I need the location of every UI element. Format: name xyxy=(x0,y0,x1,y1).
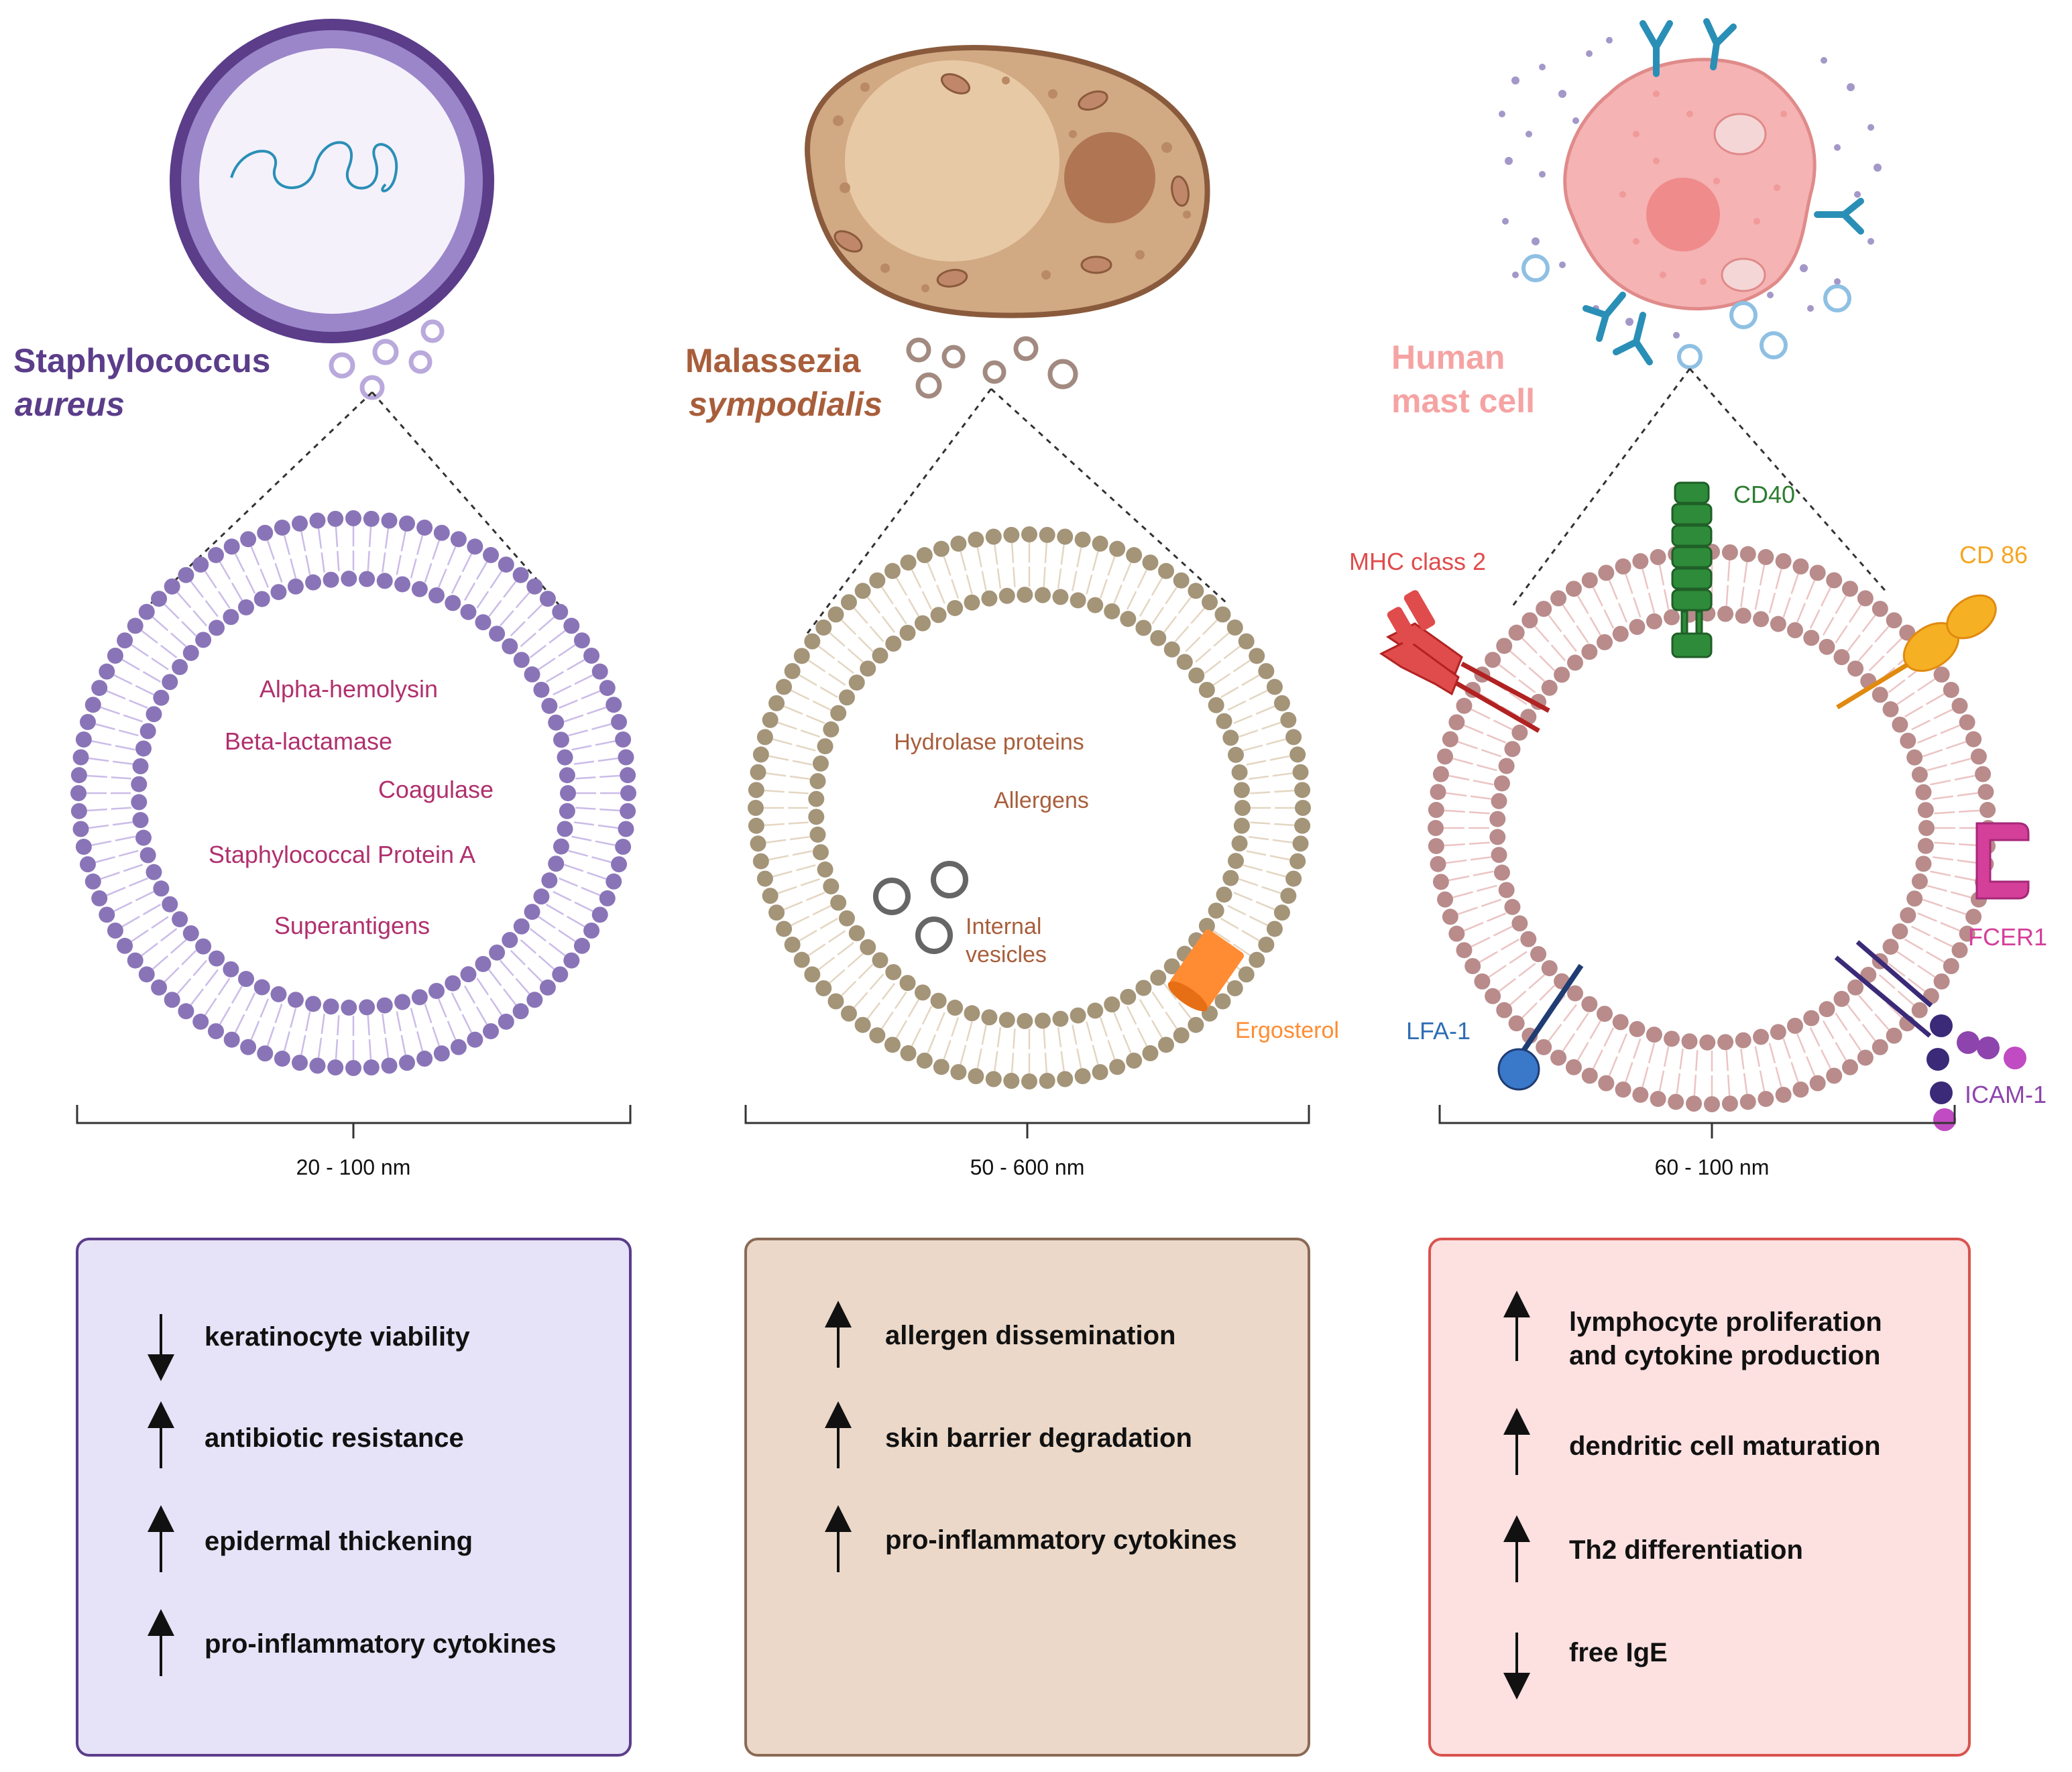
staph-species-name: Staphylococcus xyxy=(13,342,270,379)
staph-effect-row: antibiotic resistance xyxy=(148,1401,464,1468)
internal-vesicles-label-2: vesicles xyxy=(966,942,1047,967)
fcer1-label: FCER1 xyxy=(1968,923,2047,951)
staph-effect-row: pro-inflammatory cytokines xyxy=(148,1609,557,1676)
mhc-class2-label: MHC class 2 xyxy=(1349,548,1486,575)
staph-effect-text: epidermal thickening xyxy=(205,1527,473,1556)
malassezia-effects-box xyxy=(744,1238,1310,1757)
malassezia-panel: Malassezia sympodialis Hydrolase protein… xyxy=(685,45,1339,1757)
cd86-label: CD 86 xyxy=(1959,541,2028,569)
staph-effect-text: pro-inflammatory cytokines xyxy=(205,1629,557,1659)
mast-cell-panel: Human mast cell CD40 MHC class 2 xyxy=(1349,18,2047,1757)
malassezia-zoom-line-left xyxy=(803,388,992,638)
malassezia-ev-membrane xyxy=(748,526,1311,1089)
mhc-class2-icon xyxy=(1379,590,1550,733)
mast-cell-illustration xyxy=(1499,18,1882,369)
fcer1-receptor-icon xyxy=(1975,822,2030,900)
staph-cargo-alpha-hemolysin: Alpha-hemolysin xyxy=(260,675,438,703)
mast-cell-name-2: mast cell xyxy=(1391,382,1535,420)
staph-effect-text: antibiotic resistance xyxy=(205,1423,464,1453)
mast-effects-box xyxy=(1428,1238,1971,1757)
mast-effect-text: Th2 differentiation xyxy=(1569,1535,1803,1565)
cd40-label: CD40 xyxy=(1733,481,1795,508)
staph-scale-bar xyxy=(76,1105,632,1138)
mast-ev-bubbles xyxy=(1521,254,1851,369)
staph-size-label: 20 - 100 nm xyxy=(296,1155,411,1179)
lfa1-label: LFA-1 xyxy=(1406,1017,1471,1045)
mitochondria-icons xyxy=(833,73,1190,288)
malassezia-scale-bar xyxy=(744,1105,1310,1138)
mast-effect-row: Th2 differentiation xyxy=(1503,1515,1803,1582)
malassezia-effect-row: skin barrier degradation xyxy=(825,1401,1192,1468)
ergosterol-icon xyxy=(1167,929,1244,1012)
malassezia-cargo-hydrolase: Hydrolase proteins xyxy=(894,729,1084,755)
mast-zoom-line-left xyxy=(1511,368,1691,607)
staph-cargo-beta-lactamase: Beta-lactamase xyxy=(225,727,392,755)
mast-effect-row: lymphocyte proliferation and cytokine pr… xyxy=(1503,1291,1882,1370)
malassezia-size-label: 50 - 600 nm xyxy=(970,1155,1085,1179)
ige-antibody-icons xyxy=(1582,18,1864,365)
staph-zoom-line-left xyxy=(150,391,373,605)
mast-effect-text: dendritic cell maturation xyxy=(1569,1431,1881,1461)
malassezia-effect-row: pro-inflammatory cytokines xyxy=(825,1505,1237,1572)
staph-effect-row: epidermal thickening xyxy=(148,1505,473,1572)
yeast-cell-illustration xyxy=(805,45,1210,318)
staph-cargo-protein-a: Staphylococcal Protein A xyxy=(209,841,475,868)
mast-scale-bar xyxy=(1438,1105,1956,1138)
icam1-label: ICAM-1 xyxy=(1965,1081,2047,1108)
malassezia-species-name: Malassezia xyxy=(685,342,861,379)
icam1-icon xyxy=(1834,940,2026,1131)
mast-effect-row: free IgE xyxy=(1503,1633,1668,1700)
mast-cell-name: Human xyxy=(1391,339,1505,376)
staph-cargo-superantigens: Superantigens xyxy=(274,912,430,939)
mast-size-label: 60 - 100 nm xyxy=(1655,1155,1770,1179)
malassezia-effect-text: skin barrier degradation xyxy=(885,1423,1192,1453)
malassezia-ev-bubbles xyxy=(906,336,1078,399)
mast-ev-membrane xyxy=(1428,544,1996,1112)
staph-ev-membrane xyxy=(70,510,636,1076)
internal-vesicle-icons xyxy=(873,861,968,954)
malassezia-effect-text: allergen dissemination xyxy=(885,1321,1175,1350)
mast-effect-text: lymphocyte proliferation xyxy=(1569,1307,1882,1337)
malassezia-cargo-allergens: Allergens xyxy=(994,788,1089,813)
staph-effect-row: keratinocyte viability xyxy=(148,1314,470,1381)
mast-effect-text: free IgE xyxy=(1569,1638,1668,1667)
malassezia-effect-text: pro-inflammatory cytokines xyxy=(885,1525,1237,1555)
staph-effects-box xyxy=(76,1238,632,1757)
staph-cargo-coagulase: Coagulase xyxy=(378,776,494,803)
internal-vesicles-label: Internal xyxy=(966,914,1041,939)
staph-ev-bubbles xyxy=(329,319,445,400)
lfa1-icon xyxy=(1497,963,1584,1091)
ergosterol-label: Ergosterol xyxy=(1235,1018,1339,1043)
cd86-icon xyxy=(1836,594,1997,709)
mast-effect-text-2: and cytokine production xyxy=(1569,1341,1880,1370)
staph-bacterium-illustration xyxy=(170,19,494,343)
staph-panel: Staphylococcus aureus Alpha-hemolysin Be… xyxy=(13,19,636,1757)
mast-effect-row: dendritic cell maturation xyxy=(1503,1408,1881,1475)
cd40-receptor-icon xyxy=(1671,481,1713,658)
malassezia-species-epithet: sympodialis xyxy=(689,386,882,423)
staph-effect-text: keratinocyte viability xyxy=(205,1322,470,1352)
mast-zoom-line-right xyxy=(1688,368,1889,594)
malassezia-effect-row: allergen dissemination xyxy=(825,1301,1175,1368)
granule-dots xyxy=(1499,37,1882,339)
staph-species-epithet: aureus xyxy=(15,386,125,423)
dna-strand-icon xyxy=(230,141,398,192)
